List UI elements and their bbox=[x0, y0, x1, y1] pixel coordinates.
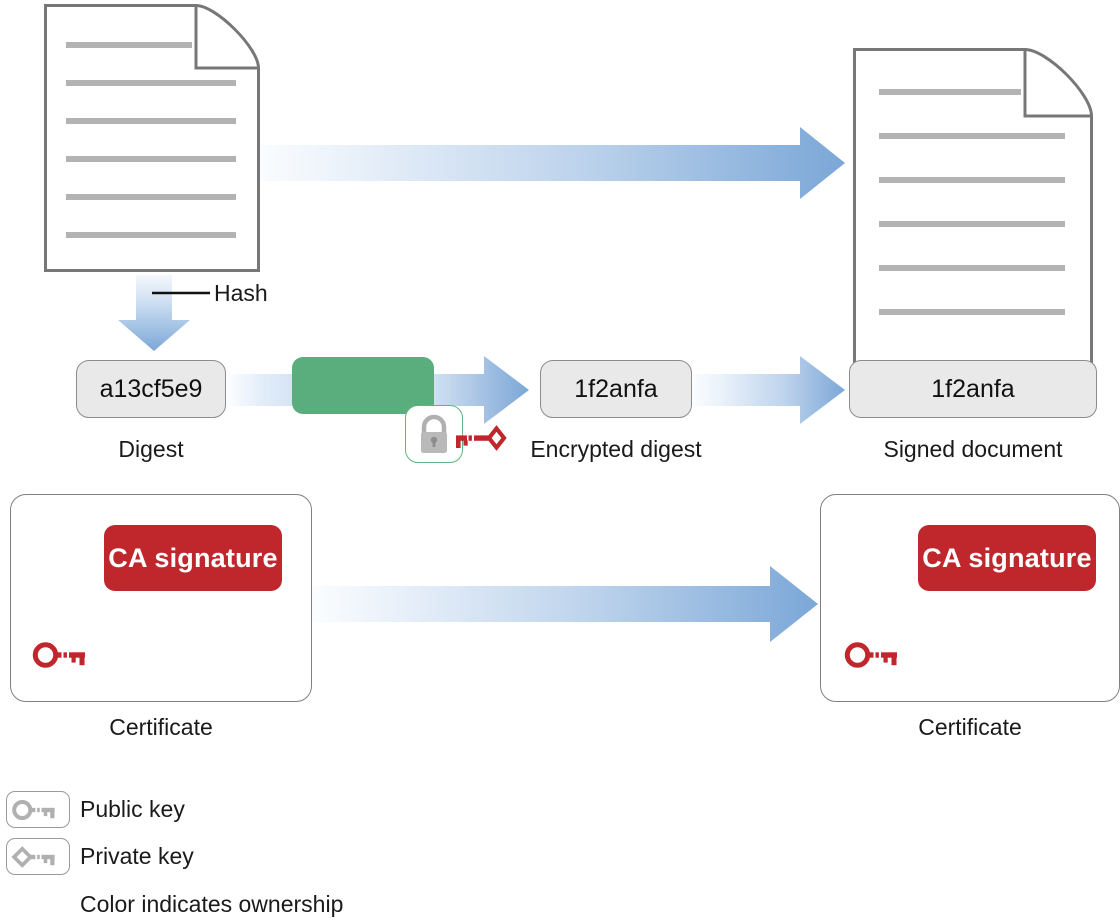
digest-caption: Digest bbox=[118, 436, 184, 462]
ca-signature-badge-left: CA signature bbox=[104, 525, 282, 591]
legend-private-key-chip bbox=[6, 838, 70, 875]
arrow-encrypted-digest-to-signed bbox=[692, 356, 845, 424]
lock-icon bbox=[421, 414, 447, 453]
arrow-document-to-signed bbox=[256, 127, 845, 199]
lock-badge bbox=[405, 405, 463, 463]
hash-leader-line bbox=[152, 291, 210, 295]
encrypted-digest-caption: Encrypted digest bbox=[530, 436, 702, 462]
public-key-icon bbox=[32, 642, 85, 668]
public-key-icon bbox=[12, 799, 55, 820]
certificate-right-caption: Certificate bbox=[918, 714, 1022, 740]
signed-document-digest-bar: 1f2anfa bbox=[849, 360, 1097, 418]
digest-box: a13cf5e9 bbox=[76, 360, 226, 418]
arrow-hash-down bbox=[118, 275, 190, 351]
signed-document-caption: Signed document bbox=[883, 436, 1063, 462]
encrypt-operation-block bbox=[292, 357, 434, 414]
public-key-icon bbox=[844, 642, 897, 668]
arrow-digest-to-encrypt bbox=[224, 374, 304, 406]
encrypted-digest-box: 1f2anfa bbox=[540, 360, 692, 418]
certificate-left-caption: Certificate bbox=[109, 714, 213, 740]
legend-public-key-chip bbox=[6, 791, 70, 828]
legend-public-key-label: Public key bbox=[80, 796, 185, 822]
legend-note: Color indicates ownership bbox=[80, 891, 344, 917]
hash-label: Hash bbox=[214, 280, 268, 306]
source-document bbox=[44, 4, 260, 272]
signed-document bbox=[853, 48, 1093, 366]
legend-private-key-label: Private key bbox=[80, 843, 194, 869]
arrow-encrypt-to-encrypted-digest bbox=[420, 356, 529, 424]
arrow-certificate-to-certificate bbox=[312, 566, 818, 642]
ca-signature-badge-right: CA signature bbox=[918, 525, 1096, 591]
private-key-icon bbox=[456, 425, 507, 451]
private-key-icon bbox=[11, 845, 55, 868]
